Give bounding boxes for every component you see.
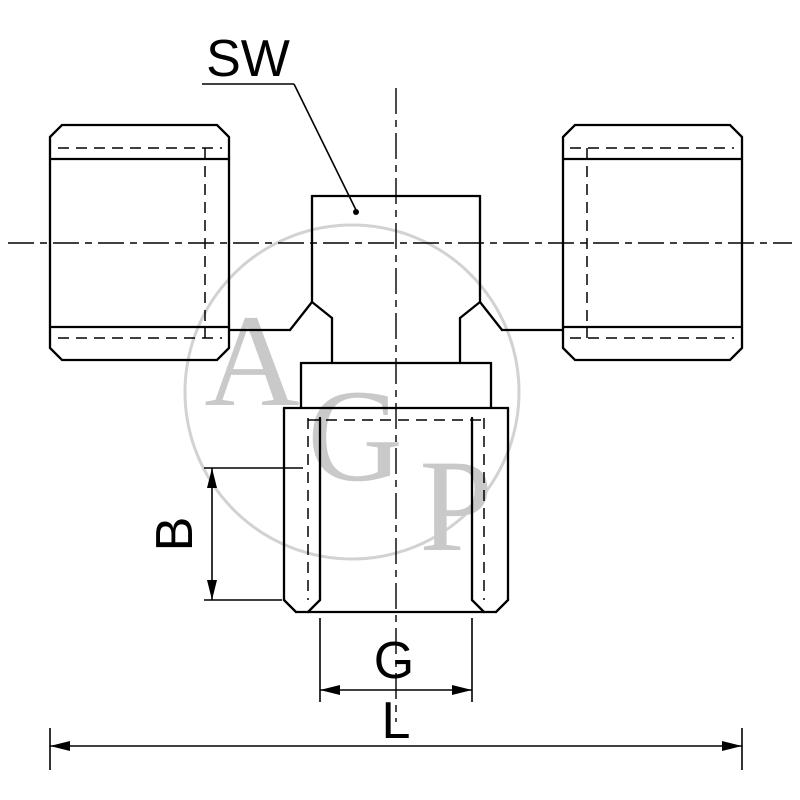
watermark: A G P	[183, 223, 521, 579]
b-label: B	[146, 517, 204, 552]
left-nut-outline	[48, 123, 231, 362]
watermark-circle	[183, 223, 521, 561]
sw-leader-dot	[353, 209, 359, 215]
watermark-letter-g: G	[307, 362, 402, 509]
l-arrow-right	[722, 741, 742, 751]
watermark-letter-p: P	[419, 432, 492, 579]
dimension-g: G	[319, 618, 473, 702]
body-right-chamfer	[478, 300, 504, 332]
g-arrow-left	[320, 685, 340, 695]
center-body	[227, 194, 565, 365]
dimension-l: L	[49, 692, 743, 770]
port-bottom-left-chamfer	[282, 598, 298, 614]
b-arrow-down	[207, 580, 217, 600]
port-bottom-right-chamfer	[494, 598, 510, 614]
right-nut	[561, 123, 744, 362]
sw-leader-line	[293, 83, 357, 211]
body-left-chamfer	[288, 300, 314, 332]
l-label: L	[382, 692, 411, 750]
bottom-port	[282, 361, 510, 614]
port-mouth-right-chamfer	[470, 598, 486, 614]
body-left-notch	[310, 300, 334, 320]
left-nut	[48, 123, 231, 362]
g-label: G	[374, 632, 414, 690]
right-nut-outline	[561, 123, 744, 362]
centerlines	[8, 88, 792, 722]
port-mouth-left-chamfer	[306, 598, 322, 614]
l-arrow-left	[50, 741, 70, 751]
sw-label: SW	[206, 30, 290, 88]
body-right-notch	[458, 300, 482, 320]
watermark-letter-a: A	[204, 287, 299, 434]
b-arrow-up	[207, 468, 217, 488]
dimension-b: B	[146, 467, 303, 601]
sw-callout: SW	[202, 30, 359, 215]
g-arrow-right	[452, 685, 472, 695]
